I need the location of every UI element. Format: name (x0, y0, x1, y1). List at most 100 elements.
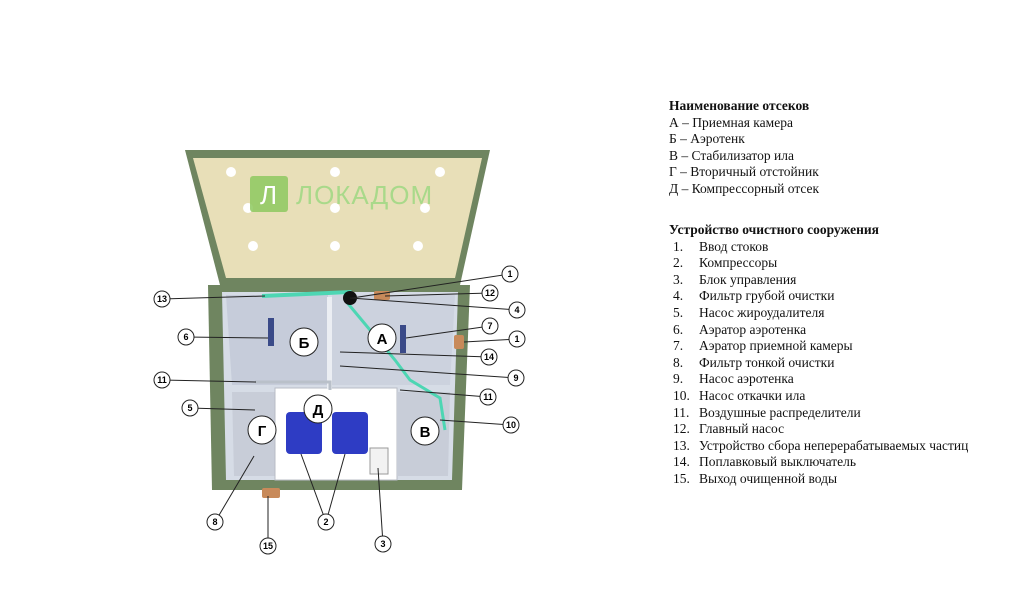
device-number: 13. (673, 437, 690, 453)
control-unit (369, 447, 389, 475)
device-item: 13. Устройство сбора неперерабатываемых ч… (669, 438, 1008, 455)
callout-number: 13 (157, 294, 167, 304)
device-item: 1. Ввод стоков (669, 239, 1008, 256)
device-text: Поплавковый выключатель (699, 454, 857, 470)
device-text: Устройство сбора неперерабатываемых част… (699, 437, 969, 453)
device-number: 8. (673, 354, 684, 370)
callout-circle (502, 416, 520, 434)
device-number: 11. (673, 404, 690, 420)
septic-station-diagram: Л ЛОКАДОМ Б А Д Г В (161, 150, 518, 546)
device-number: 7. (673, 338, 684, 354)
callout-number: 1 (514, 334, 519, 344)
aerator-b (268, 318, 274, 346)
pipe-air (255, 380, 332, 390)
compartment-item: Г – Вторичный отстойник (669, 164, 819, 180)
device-number: 5. (673, 304, 684, 320)
device-number: 9. (673, 371, 684, 387)
device-item: 8. Фильтр тонкой очистки (669, 355, 1008, 372)
device-item: 3.Блок управления (669, 272, 1008, 289)
device-item: 6.Аэратор аэротенка (669, 322, 1008, 339)
callout-marker: 2 (317, 513, 335, 531)
device-text: Ввод стоков (699, 238, 769, 254)
device-text: Фильтр тонкой очистки (699, 354, 835, 370)
callout-marker: 12 (481, 284, 499, 302)
callout-marker: 4 (508, 301, 526, 319)
devices-legend: Устройство очистного сооружения 1.Ввод с… (669, 222, 1008, 488)
device-item: 9. Насос аэротенка (669, 371, 1008, 388)
device-text: Насос откачки ила (699, 387, 806, 403)
callout-number: 10 (506, 420, 516, 430)
callout-number: 11 (483, 392, 493, 402)
device-text: Насос аэротенка (699, 371, 794, 387)
device-item: 4.Фильтр грубой очистки (669, 288, 1008, 305)
zone-g-badge: Г (247, 415, 277, 445)
device-number: 6. (673, 321, 684, 337)
callout-number: 9 (513, 373, 518, 383)
callout-circle (480, 348, 498, 366)
callout-circle (181, 399, 199, 417)
zone-b-label: Б (299, 335, 310, 352)
callout-number: 14 (484, 352, 494, 362)
device-item: 10.Насос откачки ила (669, 388, 1008, 405)
device-item: 11.Воздушные распределители (669, 405, 1008, 422)
lid-lights (226, 167, 445, 251)
zone-g-label: Г (258, 423, 267, 440)
callout-circle (374, 535, 392, 553)
callout-circle (508, 330, 526, 348)
callout-marker: 3 (374, 535, 392, 553)
device-text: Аэратор приемной камеры (699, 338, 853, 354)
device-text: Блок управления (699, 271, 797, 287)
callout-marker: 1 (508, 330, 526, 348)
callout-number: 2 (323, 517, 328, 527)
brand-logo-letter: Л (260, 180, 278, 210)
callout-circle (481, 284, 499, 302)
zone-d-label: Д (313, 402, 324, 419)
callout-marker: 8 (206, 513, 224, 531)
callout-number: 3 (380, 539, 385, 549)
compartment-item: А – Приемная камера (669, 114, 793, 130)
zone-d-badge: Д (303, 394, 333, 424)
outlet-pipe (262, 488, 280, 498)
callout-circle (479, 388, 497, 406)
device-text: Насос жироудалителя (699, 304, 825, 320)
partition (327, 297, 332, 389)
device-number: 4. (673, 288, 684, 304)
callout-number: 6 (183, 332, 188, 342)
device-number: 1. (673, 238, 684, 254)
callout-marker: 10 (502, 416, 520, 434)
zone-a-label: А (377, 331, 388, 348)
zone-a-badge: А (367, 323, 397, 353)
zone-v-label: В (420, 424, 431, 441)
callout-marker: 9 (507, 369, 525, 387)
device-item: 15.Выход очищенной воды (669, 471, 1008, 488)
callout-circle (508, 301, 526, 319)
device-text: Главный насос (699, 421, 785, 437)
callout-number: 8 (212, 517, 217, 527)
brand-name: ЛОКАДОМ (296, 180, 433, 210)
callout-circle (507, 369, 525, 387)
device-item: 5. Насос жироудалителя (669, 305, 1008, 322)
device-number: 12. (673, 421, 690, 437)
callout-circle (206, 513, 224, 531)
callout-number: 1 (507, 269, 512, 279)
compressor-right (332, 412, 368, 454)
callout-circle (153, 371, 171, 389)
aerator-a (400, 325, 406, 353)
device-item: 12. Главный насос (669, 421, 1008, 438)
callout-circle (153, 290, 171, 308)
callout-marker: 14 (480, 348, 498, 366)
callout-number: 7 (487, 321, 492, 331)
zone-b-badge: Б (289, 327, 319, 357)
device-number: 14. (673, 454, 690, 470)
device-item: 7. Аэратор приемной камеры (669, 338, 1008, 355)
callout-circle (259, 537, 277, 555)
callout-marker: 11 (479, 388, 497, 406)
brand-logo-icon (250, 176, 288, 212)
inlet-pipe-side (454, 335, 464, 349)
callout-number: 15 (263, 541, 273, 551)
callout-marker: 13 (153, 290, 171, 308)
device-text: Компрессоры (699, 255, 778, 271)
callout-marker: 1 (501, 265, 519, 283)
leader-lines (161, 273, 518, 546)
